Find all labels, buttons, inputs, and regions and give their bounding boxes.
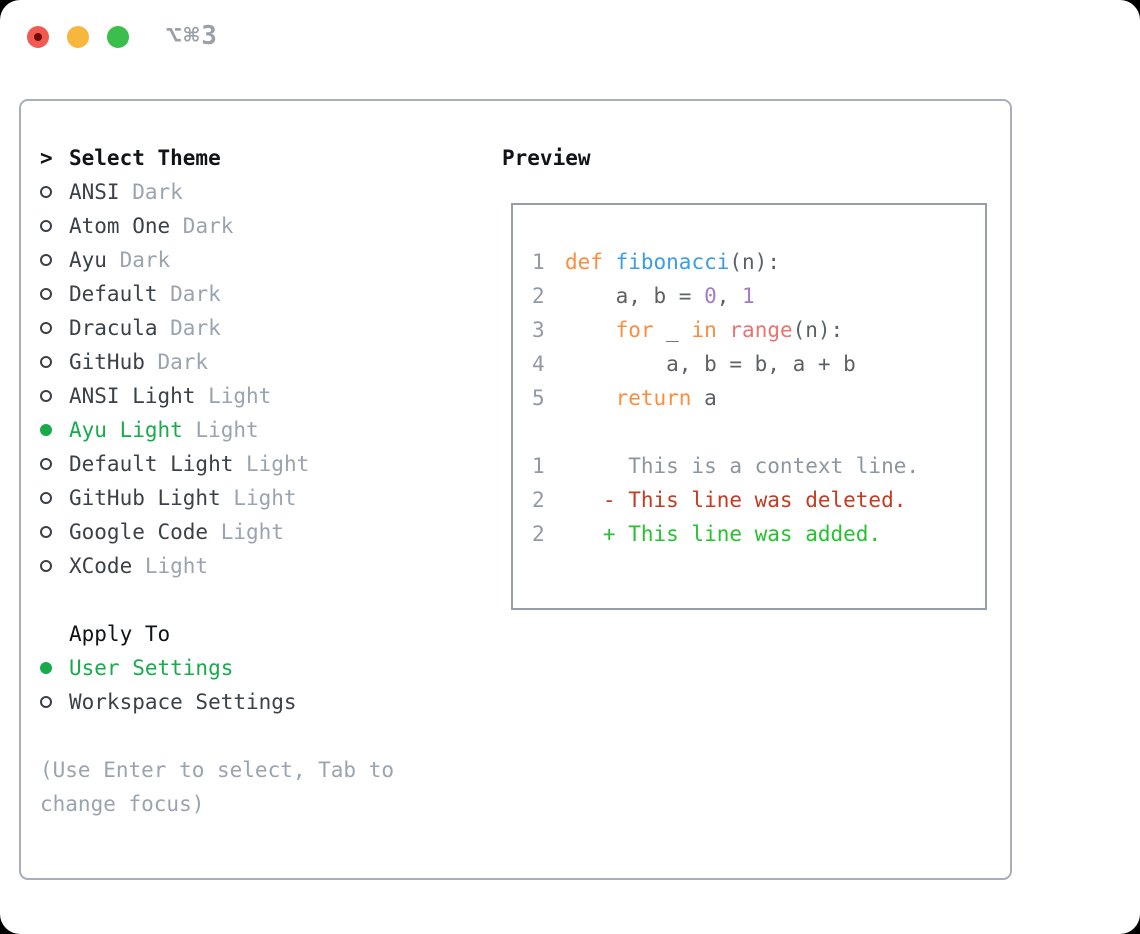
theme-option-label: Default	[69, 282, 158, 306]
theme-variant-label: Light	[246, 452, 310, 476]
code-text: for _ in range(n):	[615, 318, 844, 342]
theme-variant-label: Light	[233, 486, 297, 510]
theme-option-ansi[interactable]: ANSI Dark	[40, 175, 472, 209]
theme-option-default-light[interactable]: Default Light Light	[40, 447, 472, 481]
theme-variant-label: Dark	[182, 214, 234, 238]
code-text: a, b = 0, 1	[565, 284, 755, 308]
theme-option-ansi-light[interactable]: ANSI Light Light	[40, 379, 472, 413]
theme-option-label: Google Code	[69, 520, 209, 544]
title-bar: ⌥⌘3	[0, 0, 1140, 78]
theme-variant-label: Light	[144, 554, 209, 578]
theme-option-label: Atom One	[69, 214, 171, 238]
radio-unselected-icon	[40, 356, 52, 368]
radio-unselected-icon	[40, 322, 52, 334]
theme-variant-label: Light	[208, 384, 272, 408]
radio-unselected-icon	[40, 254, 52, 266]
theme-variant-label: Dark	[119, 248, 171, 272]
code-text: return a	[615, 386, 717, 410]
radio-unselected-icon	[40, 492, 52, 504]
code-line: 1 def fibonacci(n):	[532, 245, 985, 279]
code-line: 4 a, b = b, a + b	[532, 347, 985, 381]
preview-title: Preview	[502, 146, 591, 170]
theme-variant-label: Dark	[170, 282, 221, 306]
theme-option-dracula[interactable]: Dracula Dark	[40, 311, 472, 345]
theme-variant-label: Dark	[132, 180, 183, 204]
theme-option-label: GitHub	[69, 350, 145, 374]
radio-selected-icon	[40, 662, 52, 674]
diff-lines: 1 This is a context line.2 - This line w…	[532, 449, 985, 551]
line-number: 1	[532, 250, 545, 274]
code-line: 3 for _ in range(n):	[532, 313, 985, 347]
theme-option-github[interactable]: GitHub Dark	[40, 345, 472, 379]
line-number: 3	[532, 318, 545, 342]
diff-text: - This line was deleted.	[565, 488, 907, 512]
radio-unselected-icon	[40, 526, 52, 538]
diff-text: This is a context line.	[565, 454, 920, 478]
diff-text: + This line was added.	[565, 522, 882, 546]
theme-option-label: XCode	[69, 554, 133, 578]
theme-option-label: Dracula	[69, 316, 158, 340]
apply-to-header: Apply To	[40, 617, 472, 651]
code-text: def fibonacci(n):	[565, 250, 780, 274]
theme-option-ayu-light[interactable]: Ayu Light Light	[40, 413, 472, 447]
theme-option-label: ANSI Light	[69, 384, 196, 408]
line-number: 5	[532, 386, 545, 410]
theme-variant-label: Dark	[157, 350, 209, 374]
apply-option-label: Workspace Settings	[69, 690, 297, 714]
select-theme-header: > Select Theme	[40, 141, 472, 175]
select-theme-title: Select Theme	[69, 146, 221, 170]
unsaved-indicator-icon	[34, 33, 42, 41]
radio-unselected-icon	[40, 288, 52, 300]
theme-variant-label: Light	[195, 418, 259, 442]
apply-option-label: User Settings	[69, 656, 234, 680]
theme-option-label: ANSI	[69, 180, 120, 204]
line-number: 1	[532, 454, 545, 478]
theme-option-label: Ayu	[69, 248, 107, 272]
window-title: ⌥⌘3	[166, 21, 219, 51]
theme-option-google-code[interactable]: Google Code Light	[40, 515, 472, 549]
theme-option-label: GitHub Light	[69, 486, 221, 510]
theme-option-atom-one[interactable]: Atom One Dark	[40, 209, 472, 243]
radio-selected-icon	[40, 424, 52, 436]
line-number: 2	[532, 488, 545, 512]
radio-unselected-icon	[40, 220, 52, 232]
close-button[interactable]	[27, 26, 49, 48]
theme-option-default[interactable]: Default Dark	[40, 277, 472, 311]
theme-variant-label: Dark	[170, 316, 221, 340]
diff-line-add: 2 + This line was added.	[532, 517, 985, 551]
radio-unselected-icon	[40, 186, 52, 198]
apply-to-title: Apply To	[69, 622, 171, 646]
diff-line-ctx: 1 This is a context line.	[532, 449, 985, 483]
minimize-button[interactable]	[67, 26, 89, 48]
theme-option-github-light[interactable]: GitHub Light Light	[40, 481, 472, 515]
radio-unselected-icon	[40, 560, 52, 572]
cursor-icon: >	[40, 146, 53, 170]
apply-option-workspace-settings[interactable]: Workspace Settings	[40, 685, 472, 719]
keyboard-hint: (Use Enter to select, Tab to change focu…	[40, 758, 395, 816]
line-number: 2	[532, 284, 545, 308]
radio-unselected-icon	[40, 390, 52, 402]
apply-option-user-settings[interactable]: User Settings	[40, 651, 472, 685]
theme-option-label: Default Light	[69, 452, 234, 476]
code-line: 2 a, b = 0, 1	[532, 279, 985, 313]
theme-option-ayu[interactable]: Ayu Dark	[40, 243, 472, 277]
diff-line-del: 2 - This line was deleted.	[532, 483, 985, 517]
line-number: 2	[532, 522, 545, 546]
radio-unselected-icon	[40, 696, 52, 708]
theme-variant-label: Light	[220, 520, 284, 544]
theme-option-xcode[interactable]: XCode Light	[40, 549, 472, 583]
code-line: 5 return a	[532, 381, 985, 415]
zoom-button[interactable]	[107, 26, 129, 48]
line-number: 4	[532, 352, 545, 376]
code-text: a, b = b, a + b	[565, 352, 856, 376]
radio-unselected-icon	[40, 458, 52, 470]
theme-option-label: Ayu Light	[69, 418, 183, 442]
